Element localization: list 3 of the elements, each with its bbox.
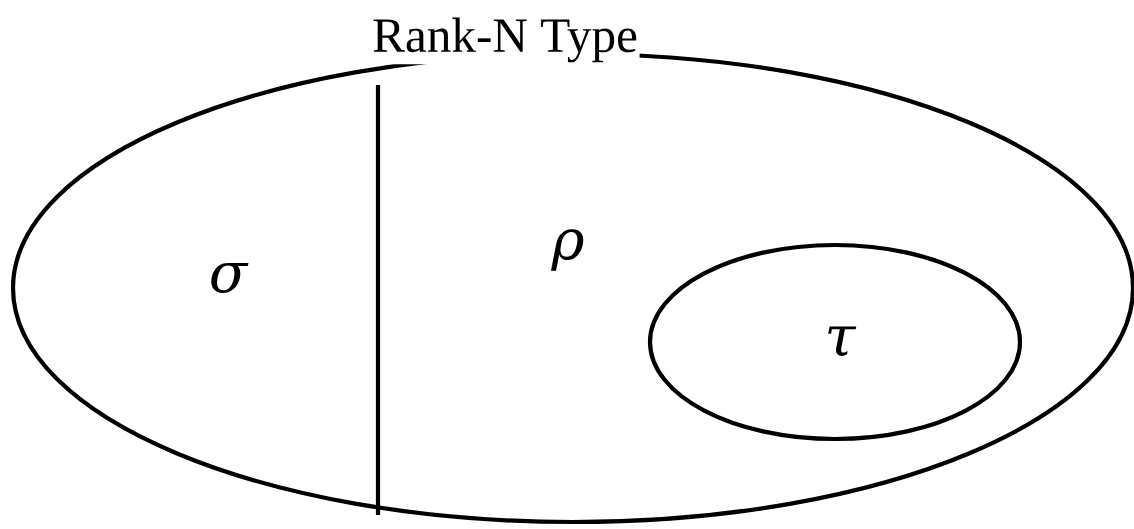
node-label: Rank-N Type bbox=[373, 17, 637, 63]
greek-letter: ρ bbox=[551, 229, 584, 271]
greek-letter: σ bbox=[211, 263, 249, 293]
